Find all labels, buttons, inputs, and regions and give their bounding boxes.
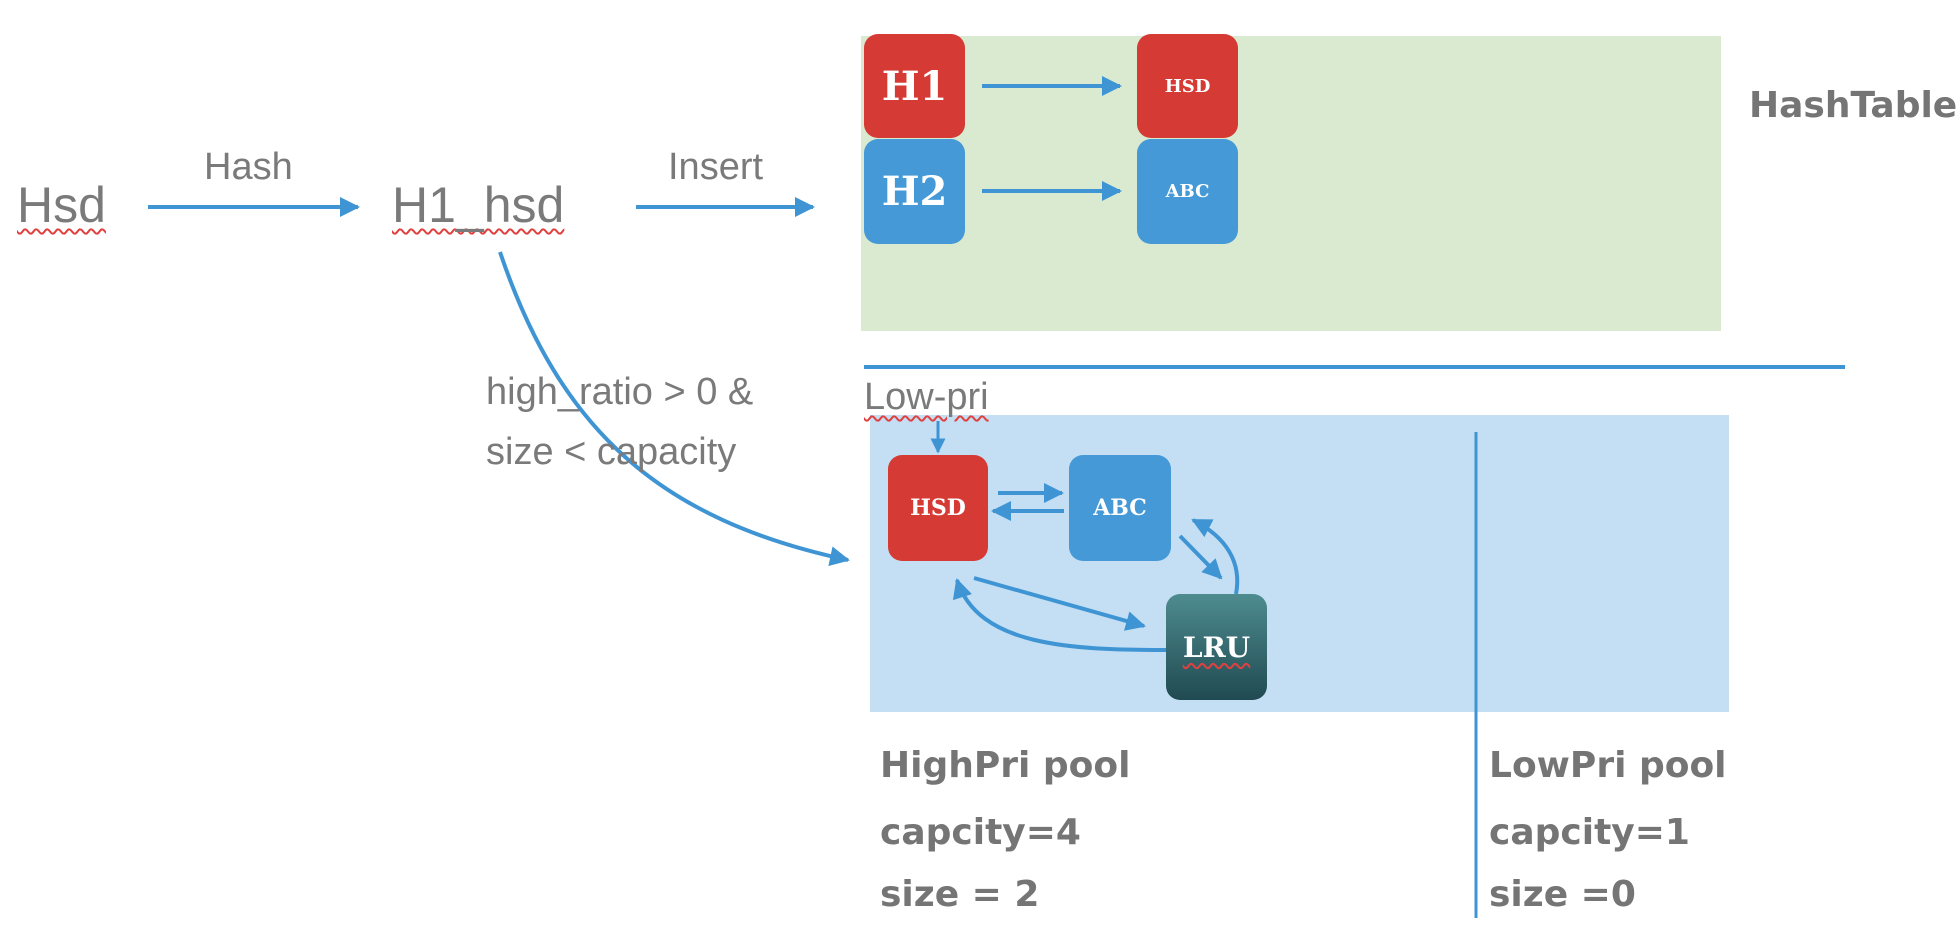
low-pool-capacity: capcity=1 xyxy=(1489,812,1690,853)
lru-to-abc-arrow xyxy=(1191,518,1240,595)
lru-pool-region xyxy=(870,415,1729,712)
low-pri-label: Low-pri xyxy=(864,376,989,418)
high-pri-insert-arrow xyxy=(498,251,850,567)
hashed-key: H1_hsd xyxy=(392,177,565,233)
low-pool-size: size =0 xyxy=(1489,874,1636,915)
condition-line-1: high_ratio > 0 & xyxy=(486,371,754,413)
lru-node-abc-label: ABC xyxy=(1093,495,1147,521)
entry-hsd-label: HSD xyxy=(1164,75,1211,97)
lru-node-hsd-label: HSD xyxy=(910,495,966,521)
low-pool-title-text: LowPri pool xyxy=(1489,745,1727,786)
lru-head-label: LRU xyxy=(1182,630,1251,664)
hash-label: Hash xyxy=(204,146,293,188)
bucket-h2: H2 xyxy=(864,139,965,244)
high-pool-title-text: HighPri pool xyxy=(880,745,1131,786)
high-pool-capacity: capcity=4 xyxy=(880,812,1081,853)
high-pool-title: HighPri pool xyxy=(880,748,1130,784)
low-pool-title: LowPri pool xyxy=(1489,748,1727,784)
lru-node-abc: ABC xyxy=(1069,455,1171,561)
bucket-h1-label: H1 xyxy=(881,62,948,110)
abc-to-lru-arrow xyxy=(1178,534,1223,580)
hashtable-title: HashTable xyxy=(1749,85,1958,126)
lru-node-hsd: HSD xyxy=(888,455,988,561)
entry-hsd: HSD xyxy=(1137,34,1238,138)
lru-head-node: LRU xyxy=(1166,594,1267,700)
hsd-to-lru-arrow xyxy=(973,576,1146,631)
insert-label: Insert xyxy=(668,146,764,188)
lru-to-hsd-arrow xyxy=(952,578,1169,652)
source-key: Hsd xyxy=(17,177,106,233)
high-pool-size: size = 2 xyxy=(880,874,1040,915)
entry-abc: ABC xyxy=(1137,139,1238,244)
entry-abc-label: ABC xyxy=(1165,181,1210,202)
bucket-h2-label: H2 xyxy=(881,168,948,215)
condition-line-2: size < capacity xyxy=(486,431,737,473)
bucket-h1: H1 xyxy=(864,34,965,138)
